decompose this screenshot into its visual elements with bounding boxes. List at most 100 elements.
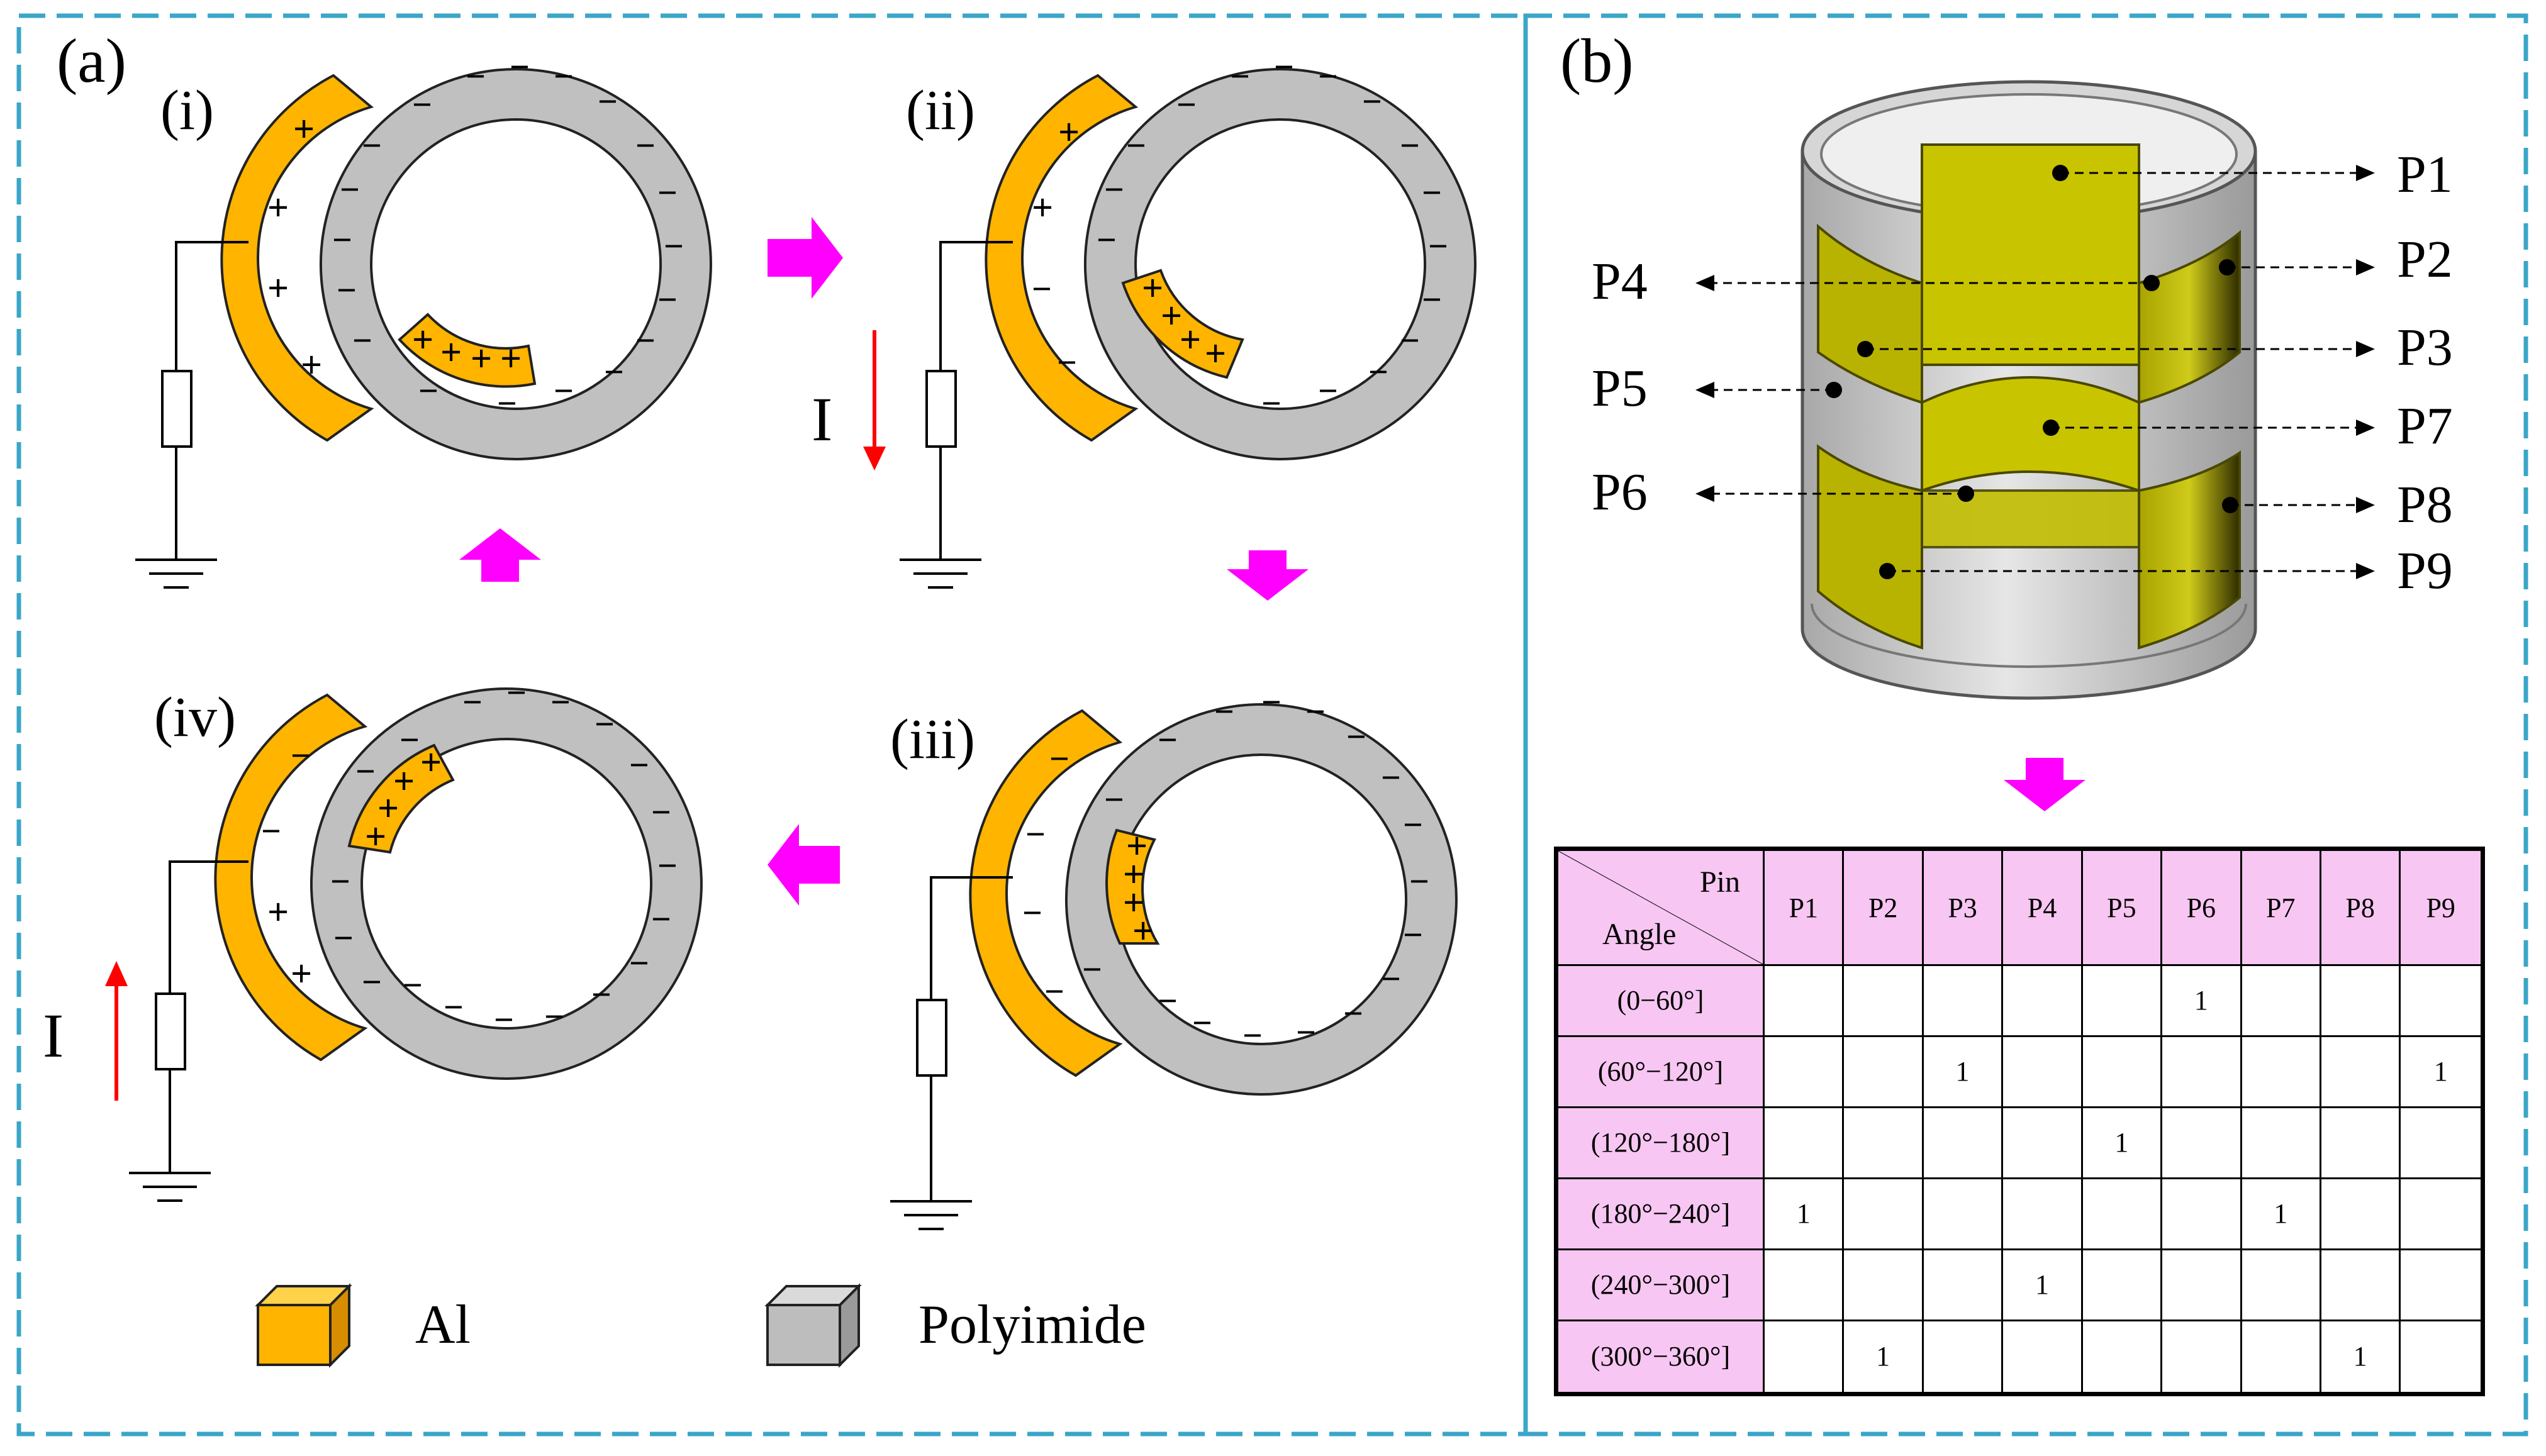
pad-p1 — [1921, 143, 2140, 366]
pad-p6 — [1921, 489, 2140, 548]
charge-minus: − — [664, 227, 684, 266]
flow-arrow-up — [459, 528, 541, 582]
charge-minus: − — [595, 705, 615, 744]
charge-minus: − — [332, 221, 352, 260]
charge-minus: − — [651, 793, 671, 832]
table-cell — [1842, 1106, 1924, 1179]
charge-minus: − — [598, 82, 618, 121]
pin-dot-p9 — [1879, 563, 1896, 579]
table-cell: 1 — [2080, 1106, 2163, 1179]
charge-minus: − — [510, 48, 530, 87]
row-header: (0−60°] — [1555, 964, 1765, 1037]
al-electrode — [220, 74, 374, 442]
charge-minus: − — [635, 126, 656, 165]
sub-label-ii: (ii) — [906, 79, 975, 142]
charge-minus: − — [1032, 270, 1052, 309]
charge-minus: − — [550, 683, 571, 722]
legend-polyimide: Polyimide — [764, 1283, 1146, 1368]
charge-plus: + — [1058, 111, 1080, 153]
charge-minus: − — [1403, 806, 1423, 845]
charge-minus: − — [1428, 227, 1448, 266]
charge-minus: − — [1025, 815, 1046, 854]
charge-minus: − — [1097, 221, 1117, 260]
flow-arrow-down — [1227, 550, 1309, 601]
pad-bottom-right — [2138, 450, 2241, 650]
charge-plus: + — [293, 108, 315, 150]
table-cell — [2001, 1177, 2083, 1250]
charge-minus: − — [1362, 82, 1382, 121]
table-cell — [1842, 1035, 1924, 1108]
charge-plus: + — [267, 267, 289, 309]
arrow-head-p4 — [1695, 275, 1714, 291]
pin-angle-table: Pin Angle P1 P2 P3 P4 P5 P6 P7 P8 P9 (0−… — [1554, 847, 2485, 1396]
charge-plus: + — [420, 742, 442, 783]
charge-minus: − — [399, 721, 420, 760]
wire — [939, 241, 1013, 371]
table-cell — [2240, 964, 2321, 1037]
charge-minus: − — [635, 321, 656, 360]
panel-a-frame — [16, 13, 1528, 1437]
charge-plus: + — [377, 787, 399, 829]
pin-label-p6: P6 — [1592, 463, 1648, 521]
arrow-head-p7 — [2356, 420, 2375, 436]
charge-minus: − — [651, 900, 671, 939]
al-electrode — [985, 74, 1139, 442]
table-cell — [1762, 1248, 1845, 1321]
charge-minus: − — [1296, 1013, 1316, 1052]
charge-minus: − — [1381, 759, 1401, 797]
row-header: (240°−300°] — [1555, 1248, 1765, 1321]
table-cell — [2001, 1319, 2083, 1396]
table-cell — [1762, 964, 1845, 1037]
table-cell — [2240, 1319, 2321, 1396]
sub-label-iv: (iv) — [154, 686, 236, 748]
charge-plus: + — [500, 338, 522, 379]
charge-plus: + — [1161, 295, 1182, 336]
charge-minus: − — [1082, 950, 1102, 989]
pin-label-p7: P7 — [2397, 397, 2453, 455]
table-cell — [2001, 1035, 2083, 1108]
table-cell — [2001, 964, 2083, 1037]
charge-plus: + — [471, 338, 492, 379]
table-cell — [1842, 964, 1924, 1037]
charge-minus: − — [591, 975, 611, 1014]
current-label: I — [43, 1001, 64, 1070]
charge-minus: − — [629, 944, 649, 983]
al-slider — [1121, 269, 1244, 379]
table-row: (300°−360°] 1 1 — [1555, 1319, 2484, 1396]
charge-plus: + — [267, 187, 289, 228]
table-cell — [2160, 1106, 2242, 1179]
pin-label-p5: P5 — [1592, 359, 1648, 418]
wire — [169, 860, 248, 994]
table-cell — [1921, 1106, 2004, 1179]
charge-minus: − — [355, 752, 376, 791]
table-cell — [2080, 1319, 2163, 1396]
charge-minus: − — [1022, 894, 1042, 933]
table-cell — [2160, 1248, 2242, 1321]
flow-arrow-to-table — [2004, 758, 2085, 811]
charge-minus: − — [604, 353, 624, 392]
row-header: (60°−120°] — [1555, 1035, 1765, 1108]
table-cell — [2399, 964, 2484, 1037]
charge-minus: − — [1057, 343, 1077, 382]
cylinder-sensor — [1801, 80, 2257, 700]
stage-iv: (iv) I + + + + + + − − − − − − − − − — [43, 674, 703, 1202]
charge-minus: − — [497, 384, 517, 423]
table-cell — [2080, 1177, 2163, 1250]
table-row: (240°−300°] 1 — [1555, 1248, 2484, 1321]
table-cell: 1 — [2319, 1319, 2401, 1396]
charge-minus: − — [1104, 170, 1124, 209]
charge-minus: − — [1381, 960, 1401, 999]
charge-minus: − — [657, 174, 678, 213]
charge-minus: − — [1318, 372, 1338, 411]
corner-pin-label: Pin — [1699, 865, 1740, 899]
arrow-head-p8 — [2356, 497, 2375, 513]
charge-minus: − — [1422, 174, 1442, 213]
pad-p7 — [1921, 376, 2140, 492]
charge-minus: − — [1230, 57, 1250, 96]
legend-al: Al — [255, 1283, 471, 1368]
charge-minus: − — [554, 372, 574, 411]
charge-minus: − — [1400, 126, 1420, 165]
sub-label-i: (i) — [160, 79, 214, 142]
charge-plus: + — [291, 953, 312, 994]
charge-minus: − — [291, 736, 311, 775]
